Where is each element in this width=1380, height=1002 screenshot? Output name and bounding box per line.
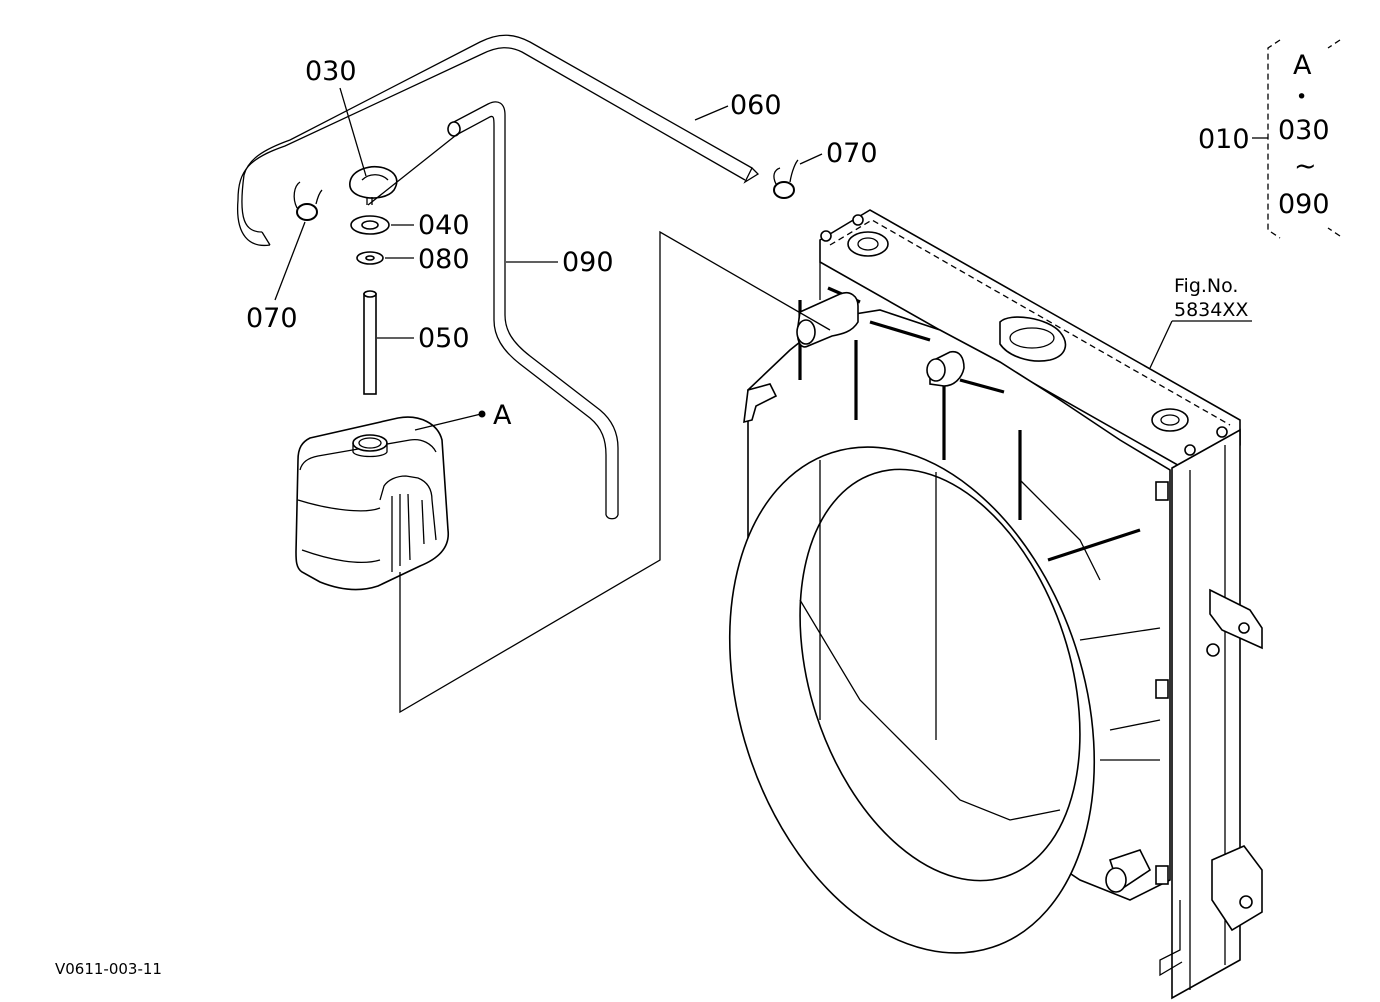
hose-090 bbox=[447, 101, 619, 520]
assembly-note-090: 090 bbox=[1278, 189, 1330, 220]
callout-050: 050 bbox=[418, 323, 470, 354]
callout-070-left: 070 bbox=[246, 303, 298, 334]
clamp-070-left bbox=[293, 181, 323, 221]
radiator-assembly bbox=[728, 209, 1263, 1000]
washer-040 bbox=[350, 215, 390, 235]
reference-dot-a bbox=[478, 410, 486, 418]
fig-no-label: Fig.No. bbox=[1174, 275, 1238, 297]
pipe-050 bbox=[363, 290, 377, 395]
callout-090: 090 bbox=[562, 247, 614, 278]
callout-080: 080 bbox=[418, 244, 470, 275]
clamp-070-right bbox=[773, 159, 799, 199]
assembly-note-a: A bbox=[1293, 50, 1312, 81]
callout-060: 060 bbox=[730, 90, 782, 121]
callout-a-tank: A bbox=[493, 400, 512, 431]
fig-no-value: 5834XX bbox=[1174, 299, 1248, 321]
callout-030: 030 bbox=[305, 56, 357, 87]
assembly-note-030: 030 bbox=[1278, 115, 1330, 146]
callout-070-right: 070 bbox=[826, 138, 878, 169]
cap-030 bbox=[349, 166, 398, 205]
assembly-parent-number: 010 bbox=[1198, 124, 1250, 155]
drawing-id: V0611-003-11 bbox=[55, 960, 162, 978]
reserve-tank bbox=[295, 416, 449, 591]
assembly-note-dot: • bbox=[1296, 86, 1307, 108]
callout-040: 040 bbox=[418, 210, 470, 241]
leader-lines bbox=[274, 39, 1341, 714]
ring-080 bbox=[356, 251, 384, 265]
assembly-note-tilde: ~ bbox=[1294, 151, 1317, 182]
hose-060 bbox=[236, 34, 760, 247]
